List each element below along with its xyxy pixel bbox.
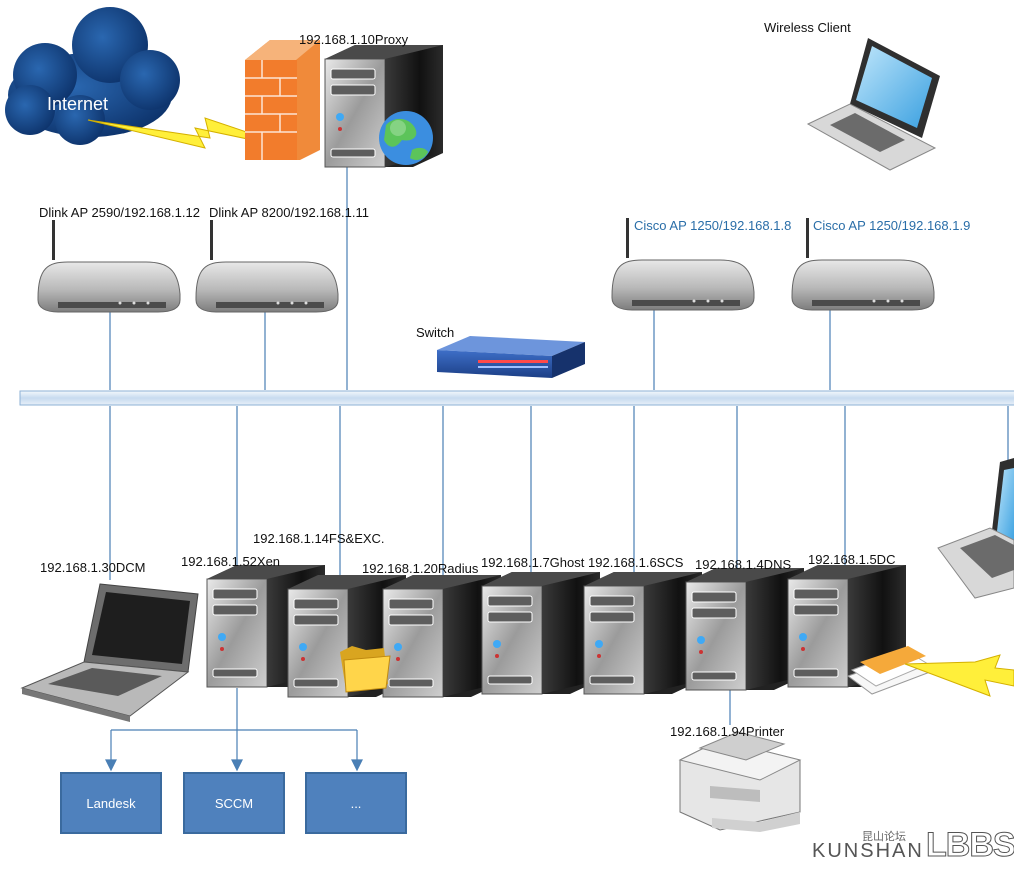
- watermark-chinese: 昆山论坛: [862, 831, 906, 843]
- dns-label: 192.168.1.4DNS: [695, 557, 792, 572]
- dlink-ap-2590-label: Dlink AP 2590/192.168.1.12: [39, 205, 200, 220]
- dlink-ap-8200-label: Dlink AP 8200/192.168.1.11: [209, 205, 369, 220]
- switch-icon: [437, 336, 585, 378]
- dcm-label: 192.168.1.30DCM: [40, 560, 146, 575]
- xen-tree: [105, 688, 363, 772]
- watermark-logo: LBBS: [926, 826, 1014, 865]
- dlink-ap-2590-icon: [37, 219, 181, 313]
- scs-server-icon: [583, 571, 703, 695]
- upper-links: [109, 160, 831, 390]
- wireless-client-label: Wireless Client: [764, 20, 851, 35]
- globe-icon: [379, 111, 433, 165]
- lightning-right-icon: [904, 654, 1014, 697]
- watermark-kunshan: KUNSHAN: [812, 840, 924, 862]
- dcm-laptop-icon: [20, 583, 199, 722]
- folder-icon: [340, 646, 391, 693]
- network-bus: [19, 390, 1014, 406]
- dns-server-icon: [685, 567, 805, 691]
- dc-label: 192.168.1.5DC: [808, 552, 896, 567]
- proxy-label: 192.168.1.10Proxy: [299, 32, 409, 47]
- internet-label: Internet: [47, 94, 109, 114]
- printer-icon: [678, 731, 802, 832]
- firewall-icon: [245, 40, 320, 160]
- ghost-server-icon: [481, 571, 601, 695]
- internet-cloud-icon: [5, 7, 180, 145]
- xen-label: 192.168.1.52Xen: [181, 554, 281, 569]
- cisco-ap-8-label: Cisco AP 1250/192.168.1.8: [634, 218, 792, 233]
- dlink-ap-8200-icon: [195, 219, 339, 313]
- printer-label: 192.168.1.94Printer: [670, 724, 785, 739]
- fs-exc-label: 192.168.1.14FS&EXC.: [253, 531, 385, 546]
- landesk-box: Landesk: [60, 772, 162, 834]
- switch-label: Switch: [416, 325, 455, 340]
- radius-label: 192.168.1.20Radius: [362, 561, 479, 576]
- wireless-client-laptop-icon: [806, 38, 940, 171]
- ghost-label: 192.168.1.7Ghost: [481, 555, 585, 570]
- right-laptop-icon: [937, 458, 1014, 599]
- sccm-box: SCCM: [183, 772, 285, 834]
- scs-label: 192.168.1.6SCS: [588, 555, 684, 570]
- more-box: ...: [305, 772, 407, 834]
- cisco-ap-9-label: Cisco AP 1250/192.168.1.9: [813, 218, 971, 233]
